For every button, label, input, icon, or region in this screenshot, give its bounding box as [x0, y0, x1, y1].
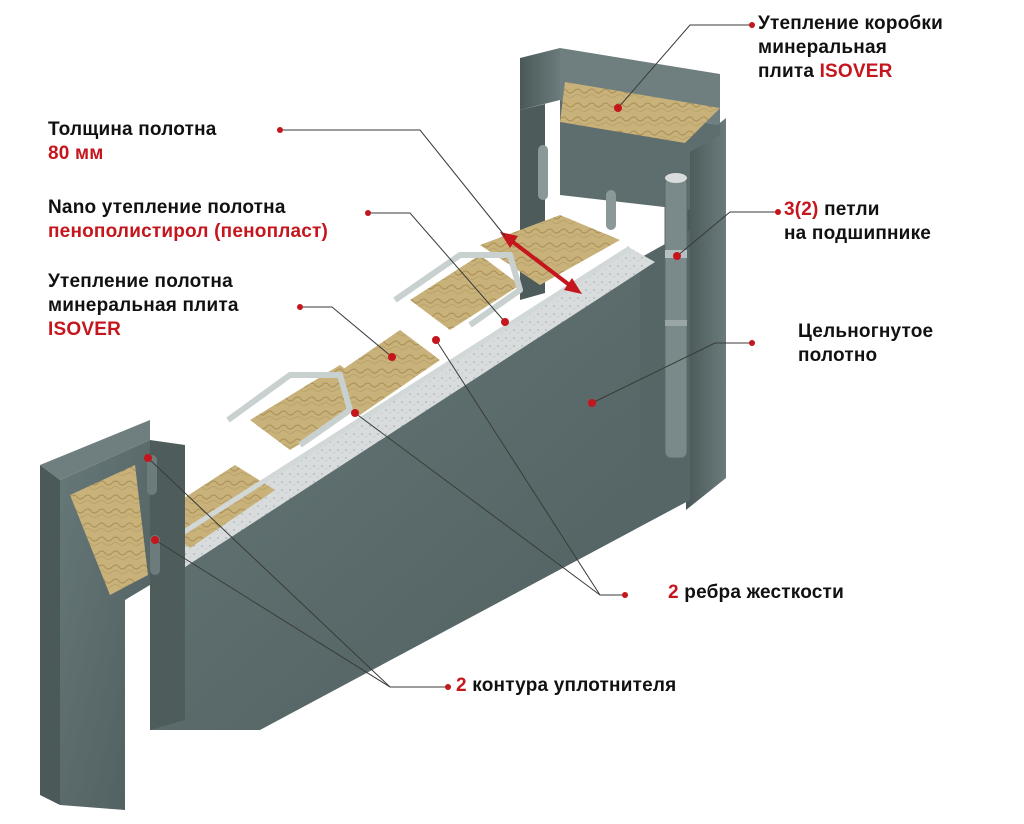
callout-bent-leaf: Цельногнутое полотно	[798, 320, 933, 368]
ribs-count: 2	[668, 582, 679, 603]
leader-lines	[147, 24, 778, 688]
leader-nano-insulation	[368, 212, 506, 323]
seals-text: контура уплотнителя	[466, 675, 677, 696]
leaf-insulation-line1: Утепление полотна	[48, 271, 233, 292]
seal-contours	[147, 145, 616, 575]
callout-hinges: 3(2) петли на подшипнике	[784, 198, 931, 246]
box-insulation-brand: ISOVER	[819, 61, 893, 82]
leader-hinges	[676, 211, 778, 257]
leader-leaf-thickness	[280, 129, 506, 237]
stiffening-rib-1	[226, 372, 353, 448]
callout-dots	[144, 22, 781, 690]
seal-contour-1	[147, 455, 157, 495]
frame-mineral-wool	[560, 82, 720, 143]
leader-box-insulation	[617, 24, 752, 109]
leader-leaf-insulation	[300, 306, 393, 358]
foam-layer	[140, 248, 655, 580]
bent-leaf-line2: полотно	[798, 345, 878, 366]
hinges-count: 3(2)	[784, 199, 819, 220]
left-frame-mineral-wool	[70, 465, 148, 595]
hinge	[664, 173, 688, 459]
box-insulation-line2: минеральная	[758, 37, 888, 58]
nano-insulation-line1: Nano утепление полотна	[48, 197, 286, 218]
ribs-text: ребра жесткости	[678, 582, 844, 603]
callout-ribs: 2 ребра жесткости	[668, 581, 844, 605]
leader-rib-2	[354, 412, 601, 596]
callout-nano-insulation: Nano утепление полотна пенополистирол (п…	[48, 196, 328, 244]
seal-contour-2	[150, 535, 160, 575]
wool-block-3	[320, 330, 440, 415]
nano-insulation-material: пенополистирол (пенопласт)	[48, 221, 329, 242]
callout-leaf-insulation: Утепление полотна минеральная плита ISOV…	[48, 270, 239, 342]
callout-seals: 2 контура уплотнителя	[456, 674, 676, 698]
leaf-thickness-line1: Толщина полотна	[48, 119, 217, 140]
leader-seal-2	[154, 539, 391, 688]
hinges-line1: петли	[818, 199, 880, 220]
callout-leaf-thickness: Толщина полотна 80 мм	[48, 118, 217, 166]
stiffening-rib-2	[393, 252, 523, 328]
hinges-line2: на подшипнике	[784, 223, 932, 244]
wool-block-4	[410, 255, 520, 330]
leaf-insulation-line2: минеральная плита	[48, 295, 239, 316]
callout-box-insulation: Утепление коробки минеральная плита ISOV…	[758, 12, 943, 84]
left-frame-profile	[40, 420, 185, 810]
box-insulation-line1: Утепление коробки	[758, 13, 943, 34]
bent-leaf-line1: Цельногнутое	[798, 321, 934, 342]
seals-count: 2	[456, 675, 467, 696]
leaf-face	[150, 258, 690, 730]
box-insulation-line3: плита	[758, 61, 820, 82]
leaf-insulation-brand: ISOVER	[48, 319, 121, 340]
leader-bent-leaf	[591, 342, 752, 404]
leaf-thickness-value: 80 мм	[48, 143, 104, 164]
